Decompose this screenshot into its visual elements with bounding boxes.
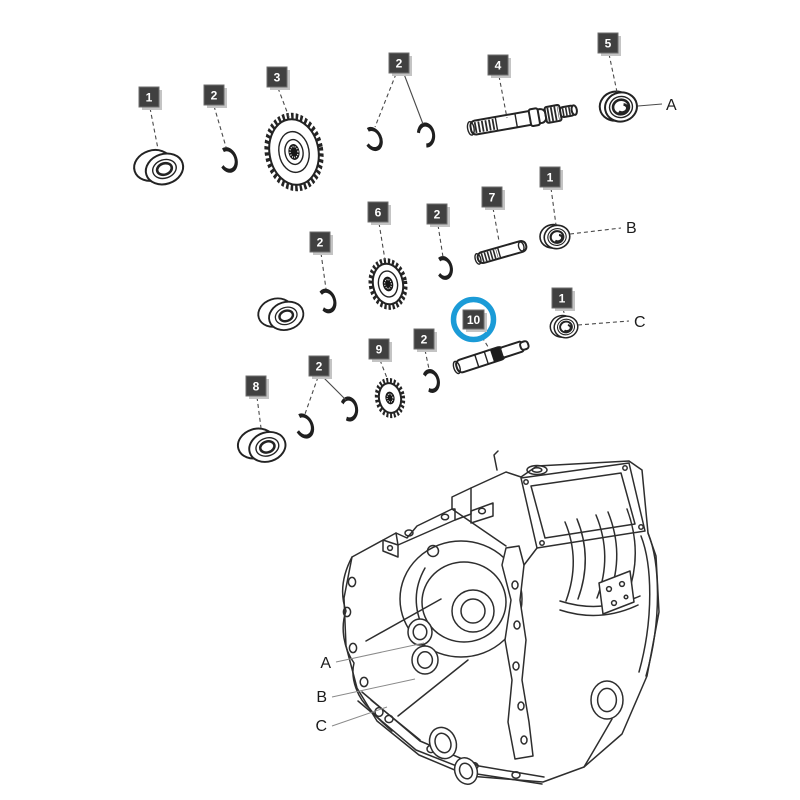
svg-text:5: 5 [605, 37, 612, 51]
callout-1-bearing-C[interactable]: 1 [551, 287, 575, 317]
snap-ring-icon [339, 396, 359, 422]
svg-text:1: 1 [547, 171, 554, 185]
bearing-part-1-top [133, 148, 185, 186]
shaft-part-10 [452, 340, 530, 375]
ref-letter-A-shaft: A [637, 97, 677, 114]
bearing-part-5 [598, 90, 638, 123]
svg-text:2: 2 [421, 333, 428, 347]
svg-text:2: 2 [396, 57, 403, 71]
ref-letter-A-housing: A [320, 642, 425, 672]
bearing-part-1-C [549, 314, 579, 339]
callout-8-bearing[interactable]: 8 [245, 375, 269, 429]
ref-letter-C-shaft: C [577, 314, 646, 331]
svg-text:A: A [666, 97, 677, 114]
bearing-part-1-middle [257, 297, 305, 332]
callout-7-shaft[interactable]: 7 [481, 186, 505, 242]
svg-text:10: 10 [467, 313, 481, 327]
snap-ring-icon [363, 126, 383, 152]
snap-ring-icon [317, 288, 337, 314]
svg-text:A: A [320, 655, 331, 672]
shaft-part-4 [466, 104, 578, 136]
callout-2-snapring-near-9[interactable]: 2 [413, 328, 437, 370]
callout-1-bearing[interactable]: 1 [138, 86, 162, 150]
svg-text:7: 7 [489, 191, 496, 205]
callout-1-bearing-B[interactable]: 1 [539, 166, 563, 226]
snap-ring-icon [218, 147, 238, 173]
callout-2-snapring-right[interactable]: 2 [426, 203, 450, 258]
svg-text:C: C [634, 314, 646, 331]
ref-letter-C-housing: C [315, 706, 388, 735]
callout-2-snapring-pair-bottom[interactable]: 2 [304, 355, 347, 415]
bearing-part-1-B [539, 223, 571, 250]
callout-5-bearing[interactable]: 5 [597, 32, 621, 93]
callout-2-snapring-mid[interactable]: 2 [309, 231, 333, 290]
svg-text:1: 1 [146, 91, 153, 105]
svg-text:4: 4 [495, 59, 502, 73]
svg-text:2: 2 [316, 360, 323, 374]
gear-medium-part-6 [368, 258, 408, 310]
svg-text:2: 2 [434, 208, 441, 222]
svg-text:8: 8 [253, 380, 260, 394]
svg-text:2: 2 [317, 236, 324, 250]
callout-4-shaft[interactable]: 4 [487, 54, 511, 119]
svg-text:9: 9 [376, 343, 383, 357]
snap-ring-icon [435, 256, 453, 280]
callout-9-gear[interactable]: 9 [368, 338, 392, 379]
svg-text:1: 1 [559, 292, 566, 306]
callout-2-snapring-pair[interactable]: 2 [374, 52, 424, 128]
callout-10-highlighted[interactable]: 10 [450, 296, 497, 351]
ref-letter-B-shaft: B [569, 220, 637, 237]
svg-text:B: B [316, 689, 327, 706]
shaft-part-7 [474, 240, 528, 265]
callout-6-gear[interactable]: 6 [367, 201, 391, 261]
callout-2-snapring[interactable]: 2 [203, 84, 227, 148]
svg-text:C: C [315, 718, 327, 735]
snap-ring-icon [293, 413, 315, 439]
snap-ring-icon [416, 122, 436, 148]
gear-small-part-9 [374, 377, 406, 419]
svg-text:2: 2 [211, 89, 218, 103]
gear-large-part-3 [264, 112, 324, 192]
callout-3-gear[interactable]: 3 [266, 66, 290, 118]
svg-text:6: 6 [375, 206, 382, 220]
svg-text:B: B [626, 220, 637, 237]
svg-text:3: 3 [274, 71, 281, 85]
snap-ring-icon [422, 369, 440, 393]
ref-letter-B-housing: B [316, 678, 416, 706]
bearing-part-8 [236, 427, 287, 463]
gearbox-housing [341, 450, 660, 785]
